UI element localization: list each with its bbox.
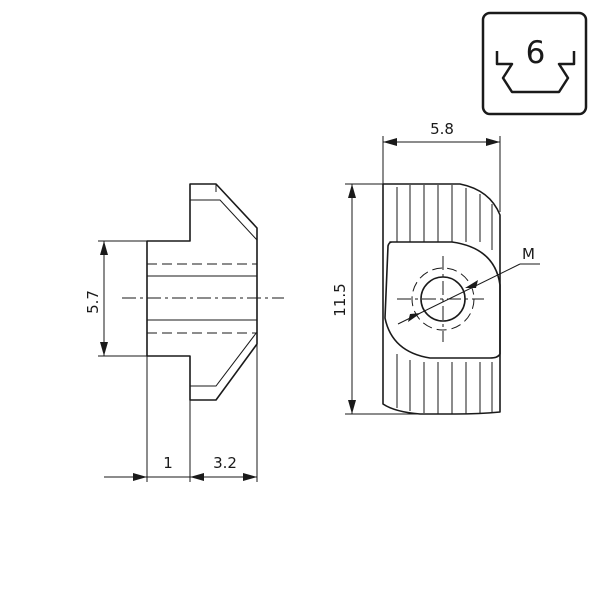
dim-front-height-label: 11.5	[331, 283, 349, 316]
dim-bottom-right: 3.2	[190, 454, 257, 481]
side-view-chamfer-lines	[190, 184, 258, 387]
dim-front-width: 5.8	[382, 120, 501, 212]
front-view-inner-face	[384, 241, 501, 359]
badge-size-label: 6	[526, 35, 546, 71]
dim-thread: M	[397, 245, 540, 325]
dim-bottom-right-label: 3.2	[213, 454, 237, 472]
dim-front-width-label: 5.8	[430, 120, 454, 138]
profile-size-badge: 6	[481, 11, 588, 116]
side-view-outline	[146, 183, 258, 401]
side-view	[122, 183, 284, 401]
dim-front-height: 11.5	[331, 183, 420, 415]
front-view-grooves	[396, 185, 493, 414]
dim-bottom-left-label: 1	[163, 454, 173, 472]
dim-thread-label: M	[522, 245, 535, 263]
dim-side-height-label: 5.7	[84, 290, 102, 314]
front-view	[382, 183, 501, 415]
front-view-outline	[382, 183, 501, 415]
slot-profile-icon	[495, 51, 576, 94]
dim-side-height: 5.7	[84, 240, 147, 357]
